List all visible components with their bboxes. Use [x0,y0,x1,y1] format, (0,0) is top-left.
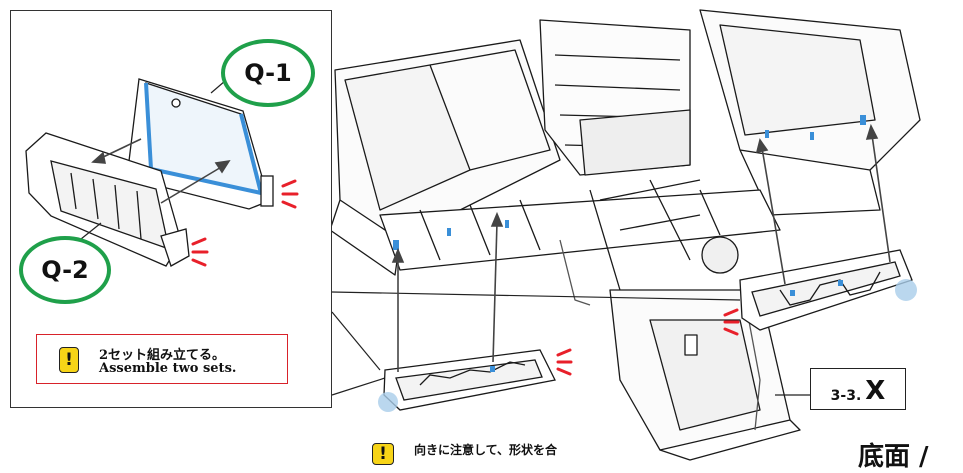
warning-icon: ! [59,347,79,373]
caution-text: 向きに注意して、形状を合 [414,443,558,457]
warning-icon: ! [372,443,394,465]
inset-parts-illustration [25,78,299,267]
assembly-note-box: ! 2セット組み立てる。 Assemble two sets. [36,334,288,384]
note-text-english: Assemble two sets. [99,361,237,376]
step-badge: 3-3. X [810,368,906,410]
part-label-q1: Q-1 [221,39,315,107]
page-heading: 底面 / [858,442,929,472]
note-text-japanese: 2セット組み立てる。 [99,348,226,363]
part-label-q2: Q-2 [19,236,111,304]
step-code: X [865,376,886,406]
instruction-page: Q-1 Q-2 ! 2セット組み立てる。 Assemble two sets. … [10,9,929,472]
machine-bottom-illustration [329,9,921,461]
step-number: 3-3. [830,388,862,404]
detail-inset-panel: Q-1 Q-2 ! 2セット組み立てる。 Assemble two sets. [10,10,332,408]
